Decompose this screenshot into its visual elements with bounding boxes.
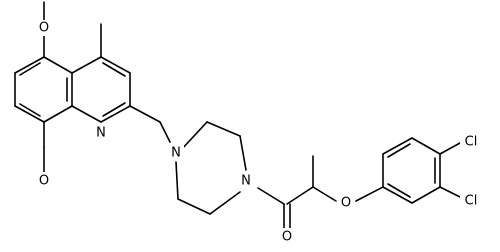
atom-label-o-ether: O <box>341 196 351 211</box>
atom-label-o-methoxy-bottom: O <box>39 174 49 189</box>
bond <box>14 56 45 74</box>
bond <box>71 56 102 74</box>
bond <box>180 121 208 151</box>
bond <box>100 56 131 74</box>
bond <box>439 142 461 155</box>
bond <box>175 161 179 200</box>
atom-bg <box>460 134 482 150</box>
bond <box>257 187 285 205</box>
bond <box>159 121 171 143</box>
bond <box>411 137 441 155</box>
bond <box>355 186 384 202</box>
atom-label-n-piperazine-left: N <box>171 146 181 161</box>
bond <box>387 143 411 158</box>
atom-bg <box>238 172 254 188</box>
bond <box>100 105 131 123</box>
atom-bg <box>338 194 354 210</box>
bond <box>382 186 413 204</box>
atom-bg <box>279 228 295 244</box>
bond <box>382 137 413 155</box>
bond <box>43 56 73 74</box>
bond <box>129 105 161 123</box>
bond <box>286 186 314 205</box>
bond <box>411 186 441 204</box>
atom-label-n-piperazine-right: N <box>241 174 251 189</box>
atom-label-cl-bottom: Cl <box>465 194 478 209</box>
atom-bg <box>93 125 109 141</box>
atom-label-o-methoxy-top: O <box>39 21 49 36</box>
atom-label-o-carbonyl: O <box>282 230 292 245</box>
bond <box>102 102 126 117</box>
bond <box>439 186 461 198</box>
bond <box>209 191 241 215</box>
atom-labels: O N O N N O O Cl Cl <box>36 20 482 245</box>
atom-bg <box>36 172 52 188</box>
bond <box>387 183 411 198</box>
atom-bg <box>460 193 482 209</box>
bond <box>206 121 241 137</box>
atom-label-n-quinoline: N <box>96 126 106 141</box>
bond <box>19 103 41 117</box>
bond <box>239 135 247 171</box>
atom-bg <box>36 20 52 36</box>
atom-bg <box>168 145 184 161</box>
bonds <box>14 1 461 229</box>
atom-label-cl-top: Cl <box>465 135 478 150</box>
bond <box>102 62 126 77</box>
bond <box>71 105 102 123</box>
bond <box>312 186 337 202</box>
bond <box>43 105 73 123</box>
bond <box>177 198 211 215</box>
bond <box>14 105 45 123</box>
bond <box>19 62 41 76</box>
